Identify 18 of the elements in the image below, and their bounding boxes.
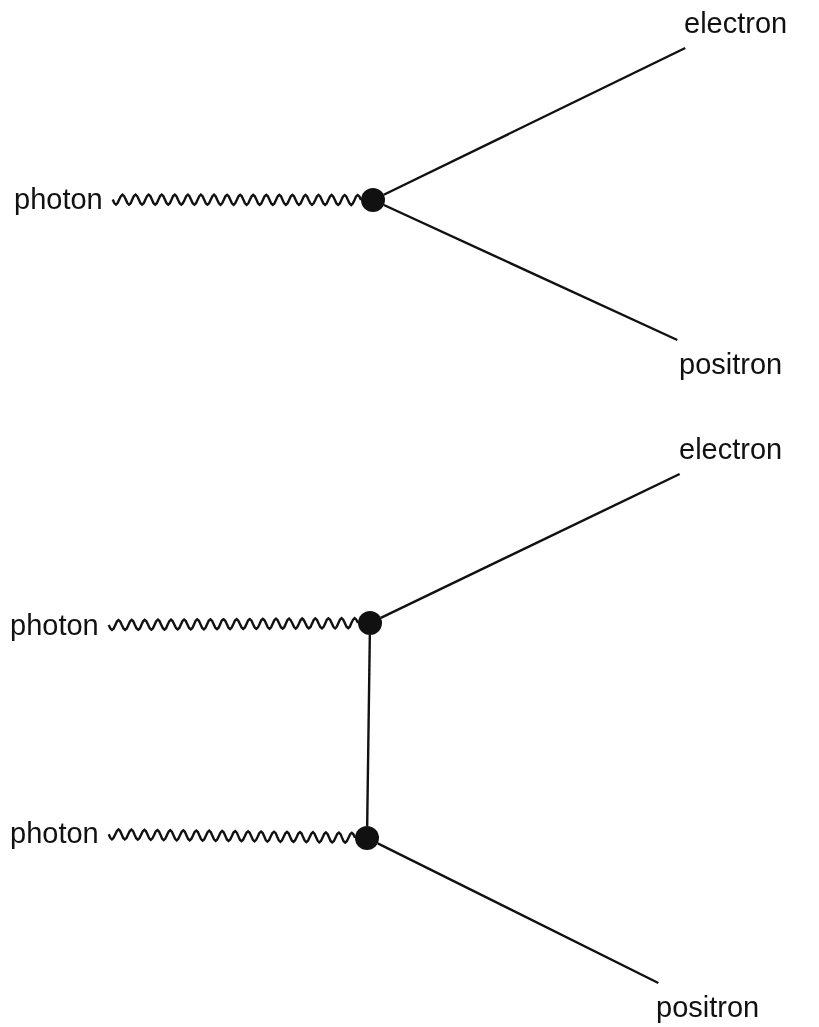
particle-label: photon	[10, 819, 99, 848]
wavy-line	[107, 616, 360, 632]
particle-label: electron	[684, 9, 788, 38]
vertex-dot	[355, 826, 379, 850]
particle-label: electron	[679, 435, 783, 464]
particle-line	[377, 842, 659, 985]
particle-label: positron	[679, 350, 783, 379]
vertex-dot	[361, 188, 385, 212]
particle-line	[380, 472, 681, 619]
particle-label: photon	[10, 611, 99, 640]
particle-line	[383, 46, 686, 196]
particle-line	[383, 203, 678, 342]
vertex-dot	[358, 611, 382, 635]
wavy-line	[107, 827, 357, 845]
wavy-line	[111, 192, 363, 207]
particle-label: positron	[656, 993, 760, 1022]
particle-line	[365, 635, 372, 826]
particle-label: photon	[14, 185, 103, 214]
